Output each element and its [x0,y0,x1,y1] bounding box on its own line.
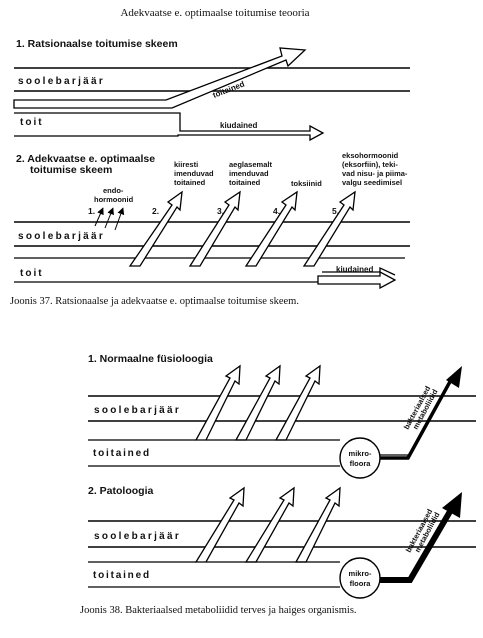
fig37-up-arrow-4 [244,190,298,267]
fig37-fast-label-3: toitained [174,178,206,187]
fig37-food-path [14,257,405,283]
fig37-slow-label-3: toitained [229,178,261,187]
fig38-microflora-label-2: floora [350,459,372,468]
fig38-metabolite2-arrow [380,506,455,583]
fig37-fibers2-label: kiudained [336,265,373,274]
fig37-heading-1: 1. Ratsionaalse toitumise skeem [16,38,178,50]
fig38-metabolite-arrow [380,377,454,460]
fig38-microflora2-circle [339,557,381,599]
fig38-heading-2: 2. Patoloogia [88,485,154,497]
fig37-number-4: 4. [273,206,280,216]
fig38-nutrients2-label: toitained [93,570,151,581]
fig37-up-arrow-3 [188,190,241,267]
fig38-caption: Joonis 38. Bakteriaalsed metaboliidid te… [80,605,357,616]
fig37-endo-arrow-2 [104,207,114,229]
fig37-endo-label-1: endo- [103,186,124,195]
fig37-number-3: 3. [217,206,224,216]
fig38-microflora-label-1: mikro- [349,449,372,458]
fig37-fibers-arrow [14,112,325,142]
fig37-food2-label: toit [20,268,44,279]
fig37-number-2: 2. [152,206,159,216]
fig37-barrier2-label: soolebarjäär [18,231,105,242]
fig38-nutrients2-channel [88,561,340,588]
fig37-number-1: 1. [88,206,95,216]
fig38-up-arrow-2 [234,364,281,441]
fig37-exo-label-1: eksohormoonid [342,151,399,160]
fig37-endo-arrow-3 [114,207,125,231]
fig37-heading-2-line1: 2. Adekvaatse e. optimaalse [16,153,155,165]
fig38-microflora2-label-1: mikro- [349,569,372,578]
fig38-heading-1: 1. Normaalne füsioloogia [88,353,213,365]
fig38-nutrients-channel [88,439,410,467]
fig38-barrier-label: soolebarjäär [94,405,181,416]
fig37-endo-arrow-1 [94,207,104,227]
fig37-fast-label-1: kiiresti [174,160,198,169]
fig37-nutrients-arrow [13,47,307,109]
fig37-fibers-label: kiudained [220,121,257,130]
fig37-fast-label-2: imenduvad [174,169,214,178]
fig38-up-arrow-3 [274,364,321,441]
fig37-up-arrow-5 [302,190,356,267]
fig38-microflora-circle [339,437,381,479]
fig37-slow-label-2: imenduvad [229,169,269,178]
fig37-heading-2-line2: toitumise skeem [30,164,112,176]
fig37-food-label: toit [20,117,44,128]
fig37-fibers2-arrow [317,270,397,290]
fig37-exo-label-2: (eksorfiin), teki- [342,160,398,169]
fig37-up-arrow-2 [128,190,183,267]
fig37-caption: Joonis 37. Ratsionaalse ja adekvaatse e.… [10,296,299,307]
fig38-up2-arrow-1 [194,486,245,563]
fig37-exo-label-4: valgu seedimisel [342,178,402,187]
fig38-up2-arrow-3 [294,486,341,563]
fig37-exo-label-3: vad nisu- ja piima- [342,169,408,178]
fig37-number-5: 5. [332,206,339,216]
fig38-up-arrow-1 [194,364,241,441]
fig37-barrier-label: soolebarjäär [18,76,105,87]
page-title: Adekvaatse e. optimaalse toitumise teoor… [120,7,309,19]
fig37-toxins-label: toksiinid [291,179,322,188]
fig38-nutrients-label: toitained [93,448,151,459]
fig37-slow-label-1: aeglasemalt [229,160,272,169]
fig37-endo-label-2: hormoonid [94,195,134,204]
fig38-microflora2-label-2: floora [350,579,372,588]
fig38-up2-arrow-2 [244,486,295,563]
fig38-metabolite2-arrowhead [442,492,462,518]
fig38-metabolite-arrowhead [446,366,462,388]
fig38-barrier2-label: soolebarjäär [94,531,181,542]
